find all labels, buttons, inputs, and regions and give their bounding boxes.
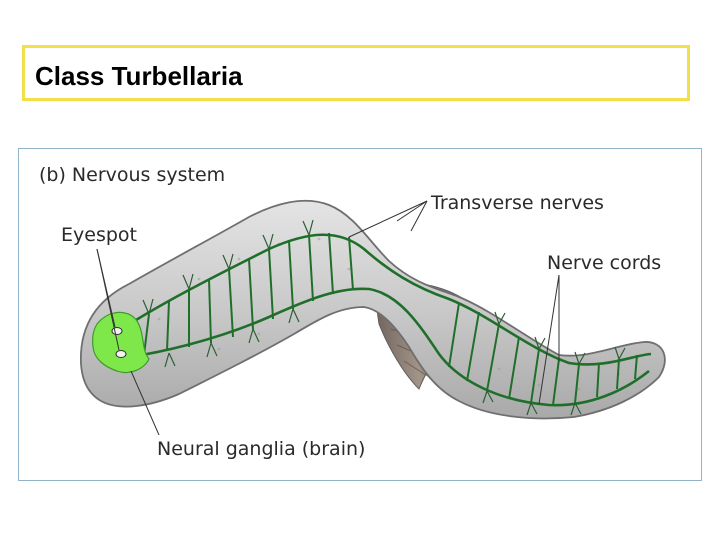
eyespot-icon	[115, 350, 127, 358]
flatworm-nervous-system-diagram: (b) Nervous system Transverse nerves Eye…	[39, 164, 666, 460]
peripheral-nerves	[142, 219, 626, 416]
worm-body	[80, 199, 666, 420]
nerve-cord-lower	[113, 287, 650, 407]
slide-title: Class Turbellaria	[35, 61, 243, 91]
transverse-nerves	[143, 232, 638, 406]
figure-frame: (b) Nervous system Transverse nerves Eye…	[18, 148, 702, 481]
label-eyespot: Eyespot	[61, 224, 137, 246]
title-box: Class Turbellaria	[22, 45, 690, 101]
nerve-cord-upper	[113, 233, 652, 366]
panel-label: (b) Nervous system	[39, 164, 225, 186]
eyespot-icon	[111, 327, 123, 335]
label-neural-ganglia: Neural ganglia (brain)	[157, 438, 365, 460]
label-pointers	[96, 200, 560, 436]
label-transverse-nerves: Transverse nerves	[430, 192, 604, 214]
neural-ganglia	[92, 311, 150, 374]
label-nerve-cords: Nerve cords	[547, 252, 661, 274]
